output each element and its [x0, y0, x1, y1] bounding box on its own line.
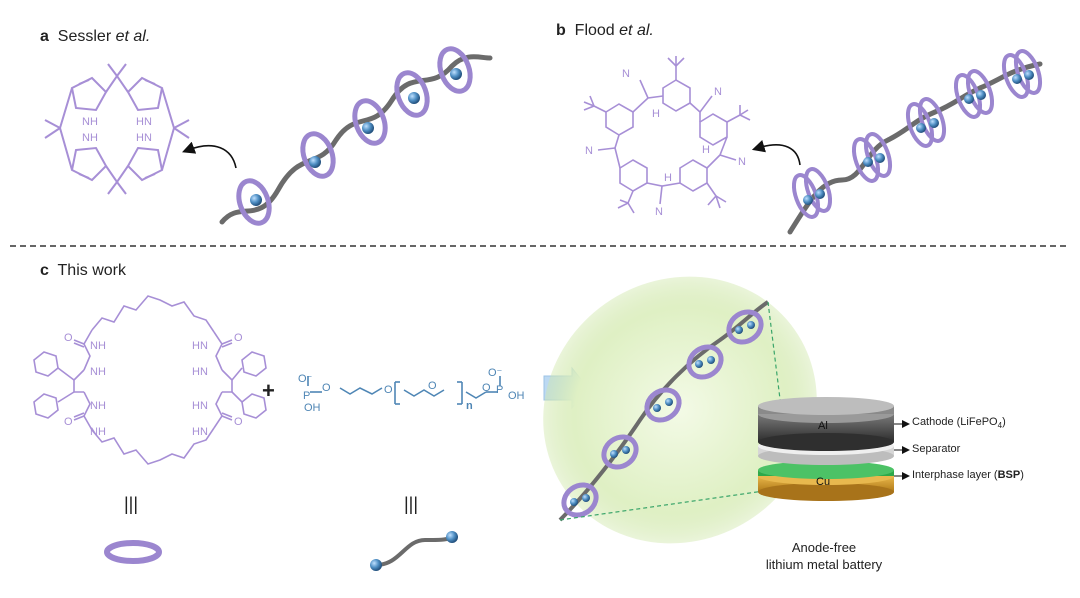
battery-caption-line2: lithium metal battery: [765, 557, 883, 572]
panel-b-letter: b: [556, 22, 566, 39]
atom-o-minus-1: O⁻: [298, 373, 313, 385]
panel-a-etal: et al.: [115, 28, 151, 45]
flood-rotaxane-helix: [787, 49, 1043, 235]
atom-hn-2: HN: [136, 132, 152, 144]
equivalence-left: |||: [124, 494, 139, 514]
atom-nh-c4: NH: [90, 426, 106, 438]
atom-hn-c1: HN: [192, 340, 208, 352]
cu-layer-label: Cu: [816, 476, 831, 488]
panel-a-author: Sessler: [57, 28, 112, 45]
atom-h-3: H: [664, 172, 672, 184]
atom-hn-c3: HN: [192, 400, 208, 412]
atom-hn-c2: HN: [192, 366, 208, 378]
cathode-prefix: Cathode (LiFePO: [912, 416, 998, 428]
atom-nh-2: NH: [82, 132, 98, 144]
axle-icon: [370, 531, 458, 571]
atom-nh-1: NH: [82, 116, 98, 128]
atom-n-2: N: [714, 86, 722, 98]
atom-p-2: P: [496, 384, 504, 396]
panel-b-etal: et al.: [619, 22, 654, 39]
atom-n-3: N: [738, 156, 746, 168]
atom-hn-c4: HN: [192, 426, 208, 438]
cathode-sub: 4: [997, 421, 1003, 431]
battery-stack: [758, 397, 910, 501]
battery-caption-line1: Anode-free: [791, 540, 857, 555]
cathode-label: Cathode (LiFePO4): [912, 416, 1006, 430]
arrow-a: [182, 141, 237, 169]
sessler-rotaxane-helix: [219, 46, 493, 226]
plus-sign: +: [262, 378, 275, 403]
atom-n-5: N: [585, 145, 593, 157]
atom-o-c3: O: [234, 332, 243, 344]
panel-c-label: c This work: [40, 262, 126, 280]
panel-b-author: Flood: [574, 22, 615, 39]
bis-urea-macrocycle-structure: [33, 295, 267, 465]
panel-c-letter: c: [40, 262, 49, 279]
ring-icon: [104, 540, 162, 564]
atom-p-1: P: [303, 390, 311, 402]
atom-nh-c3: NH: [90, 400, 106, 412]
atom-o-peg2: O: [428, 380, 437, 392]
interphase-suffix: ): [1020, 469, 1024, 481]
atom-o-c1: O: [64, 332, 73, 344]
flood-cyanostar-structure: [583, 56, 751, 214]
atom-hn-1: HN: [136, 116, 152, 128]
atom-o-peg1: O: [384, 384, 393, 396]
atom-oh-1: OH: [304, 402, 321, 414]
interphase-prefix: Interphase layer (: [912, 469, 998, 481]
interphase-label: Interphase layer (BSP): [912, 469, 1024, 481]
arrow-b: [751, 140, 801, 166]
atom-o-c4: O: [234, 416, 243, 428]
sessler-macrocycle-structure: [44, 63, 190, 195]
panel-b-label: b Flood et al.: [556, 22, 654, 40]
cathode-suffix: ): [1002, 416, 1006, 428]
atom-h-1: H: [652, 108, 660, 120]
panel-a-label: a Sessler et al.: [40, 28, 150, 46]
atom-n-1: N: [622, 68, 630, 80]
peg-bisphosphate-structure: [307, 376, 501, 405]
al-layer-label: Al: [818, 420, 828, 432]
interphase-bold: BSP: [997, 469, 1021, 481]
repeat-n: n: [466, 400, 473, 412]
separator-label: Separator: [912, 443, 961, 455]
atom-o-p2: O: [482, 382, 491, 394]
atom-h-2: H: [702, 144, 710, 156]
panel-c-text: This work: [57, 262, 126, 279]
atom-nh-c2: NH: [90, 366, 106, 378]
atom-o-minus-2: O⁻: [488, 367, 503, 379]
atom-n-4: N: [655, 206, 663, 218]
panel-a-letter: a: [40, 28, 49, 45]
equivalence-right: |||: [404, 494, 419, 514]
atom-o-p1: O: [322, 382, 331, 394]
atom-nh-c1: NH: [90, 340, 106, 352]
atom-o-c2: O: [64, 416, 73, 428]
atom-oh-2: OH: [508, 390, 525, 402]
